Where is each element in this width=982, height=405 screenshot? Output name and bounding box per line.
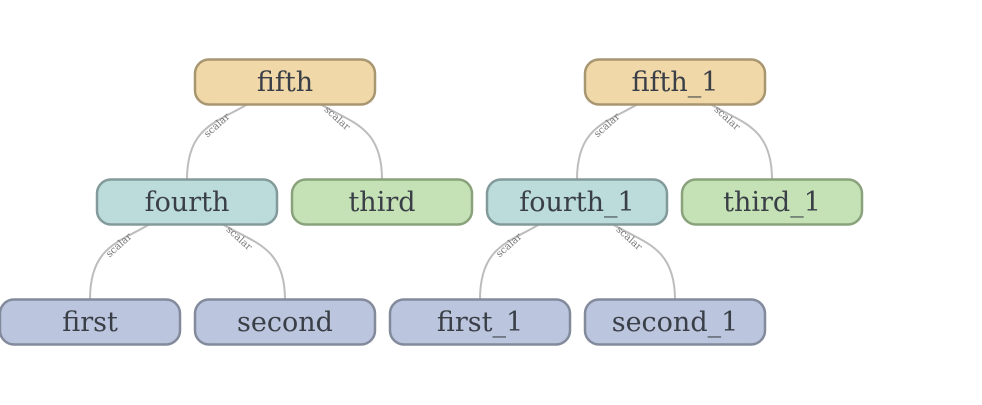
edge-fourth-second: scalar (222, 223, 286, 300)
node-box[interactable] (583, 58, 767, 106)
edge-line (222, 223, 286, 300)
edge-label: scalar (202, 111, 232, 140)
node-box[interactable] (388, 298, 572, 346)
edge-fifth_1-fourth_1: scalar (576, 103, 638, 180)
edge-line (576, 103, 638, 180)
node-box[interactable] (193, 298, 377, 346)
node-first_1[interactable]: first_1 (388, 298, 572, 346)
node-box[interactable] (583, 298, 767, 346)
edge-line (612, 223, 676, 300)
node-label: first_1 (437, 307, 523, 338)
edge-label: scalar (494, 231, 524, 260)
node-box[interactable] (193, 58, 377, 106)
node-fifth_1[interactable]: fifth_1 (583, 58, 767, 106)
node-third_1[interactable]: third_1 (680, 178, 864, 226)
node-fourth[interactable]: fourth (95, 178, 279, 226)
node-box[interactable] (0, 298, 182, 346)
node-label: second_1 (612, 307, 739, 338)
nodes-layer: fifth fourth third first second fifth_1fourth… (0, 58, 864, 346)
edge-line (186, 103, 248, 180)
edge-fifth_1-third_1: scalar (710, 103, 773, 180)
node-first[interactable]: first (0, 298, 182, 346)
edge-label: scalar (104, 231, 134, 260)
node-third[interactable]: third (290, 178, 474, 226)
node-label: second (237, 307, 333, 338)
node-box[interactable] (95, 178, 279, 226)
node-box[interactable] (290, 178, 474, 226)
node-second_1[interactable]: second_1 (583, 298, 767, 346)
edge-line (320, 103, 383, 180)
node-fourth_1[interactable]: fourth_1 (485, 178, 669, 226)
node-box[interactable] (485, 178, 669, 226)
node-label: fifth_1 (632, 67, 719, 98)
edge-line (479, 223, 540, 300)
edge-line (710, 103, 773, 180)
edge-line (89, 223, 150, 300)
edge-fifth-fourth: scalar (186, 103, 248, 180)
node-label: fourth (145, 187, 230, 218)
node-label: third_1 (723, 187, 821, 218)
node-label: fourth_1 (519, 187, 634, 218)
edge-fourth_1-first_1: scalar (479, 223, 540, 300)
node-label: third (348, 187, 415, 218)
edge-fourth-first: scalar (89, 223, 150, 300)
node-fifth[interactable]: fifth (193, 58, 377, 106)
edge-fifth-third: scalar (320, 103, 383, 180)
node-label: first (62, 307, 118, 338)
edge-fourth_1-second_1: scalar (612, 223, 676, 300)
node-box[interactable] (680, 178, 864, 226)
node-label: fifth (257, 67, 313, 98)
edge-label: scalar (592, 111, 622, 140)
node-second[interactable]: second (193, 298, 377, 346)
